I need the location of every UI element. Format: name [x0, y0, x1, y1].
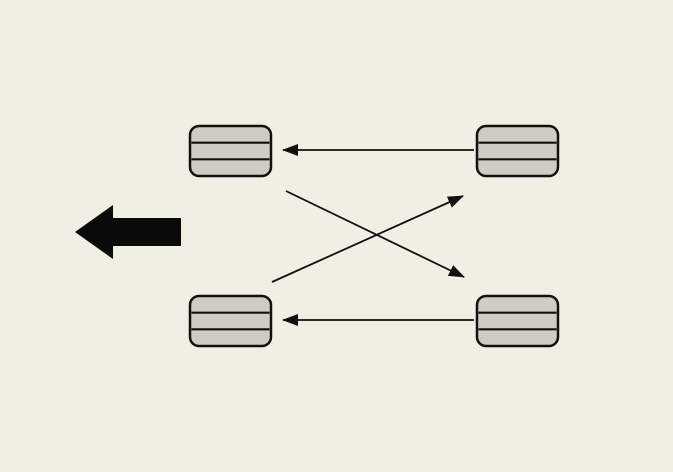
- arrow-front-top-to-rear-bottom: [285, 190, 465, 278]
- tire-rear-bottom: [475, 294, 560, 348]
- direction-of-travel-arrow: [75, 205, 181, 259]
- tire-front-top: [188, 124, 273, 178]
- tire-rear-top: [475, 124, 560, 178]
- tire-front-bottom: [188, 294, 273, 348]
- arrow-front-bottom-to-rear-top: [271, 195, 464, 283]
